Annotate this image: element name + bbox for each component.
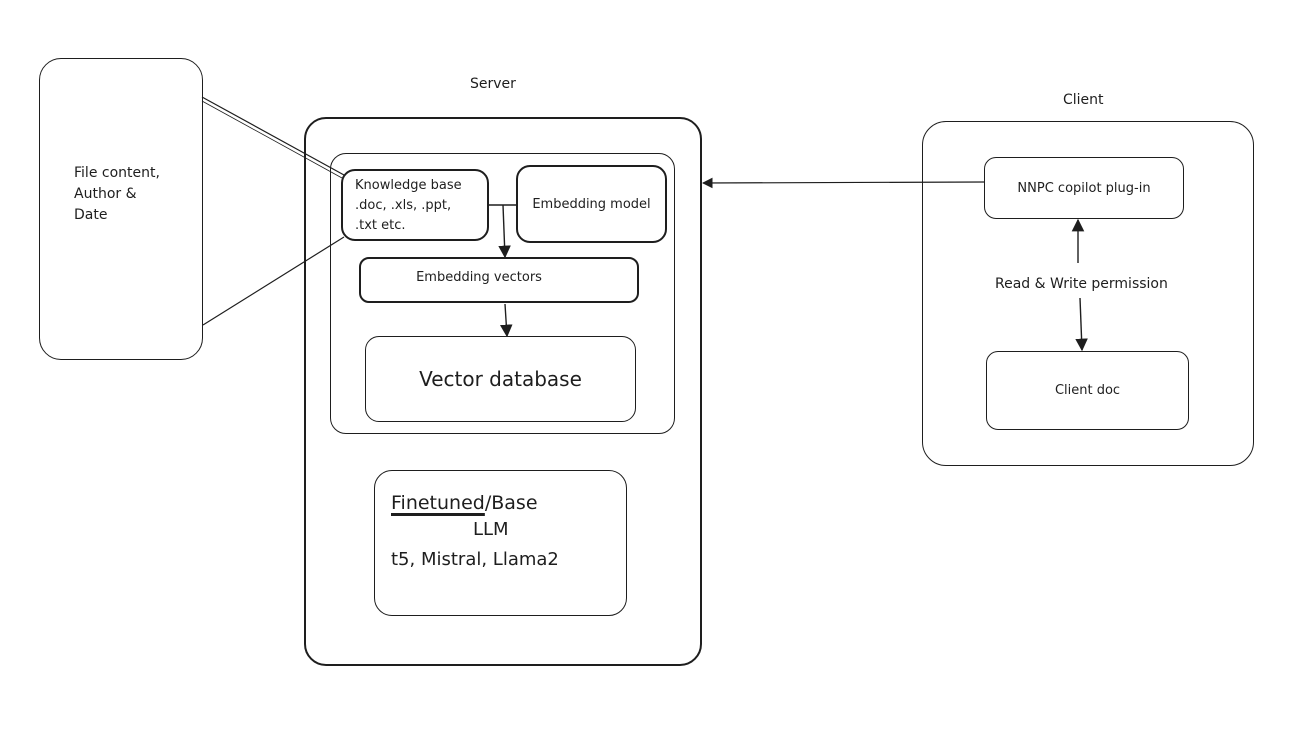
retrieval-pipeline-container (330, 153, 675, 434)
vector-database-box: Vector database (365, 336, 636, 422)
llm-label: LLM (473, 519, 509, 540)
client-doc-label: Client doc (1054, 383, 1121, 398)
read-write-permission-label: Read & Write permission (995, 276, 1168, 292)
embedding-vectors-label: Embedding vectors (416, 269, 542, 285)
knowledge-base-line-1: Knowledge base (355, 178, 462, 193)
knowledge-base-line-2: .doc, .xls, .ppt, (355, 198, 452, 213)
embedding-vectors-box: Embedding vectors (359, 257, 639, 303)
embedding-model-label: Embedding model (532, 196, 651, 212)
client-doc-box: Client doc (986, 351, 1189, 430)
server-container (304, 117, 702, 666)
server-label: Server (470, 76, 516, 92)
copilot-plugin-box: NNPC copilot plug-in (984, 157, 1184, 219)
finetuned-label: Finetuned (391, 492, 485, 514)
llm-line-1: Finetuned/Base (391, 491, 538, 515)
llm-models-label: t5, Mistral, Llama2 (391, 549, 559, 570)
knowledge-base-box (341, 169, 489, 241)
client-container (922, 121, 1254, 466)
file-note-line-3: Date (74, 207, 108, 223)
file-note-line-1: File content, (74, 165, 160, 181)
vector-database-label: Vector database (419, 367, 582, 391)
client-label: Client (1063, 92, 1104, 108)
base-label: /Base (484, 492, 538, 514)
copilot-plugin-label: NNPC copilot plug-in (1017, 180, 1151, 196)
knowledge-base-line-3: .txt etc. (355, 218, 406, 233)
file-metadata-note (39, 58, 203, 360)
file-note-line-2: Author & (74, 186, 137, 202)
embedding-model-box: Embedding model (516, 165, 667, 243)
llm-box (374, 470, 627, 616)
